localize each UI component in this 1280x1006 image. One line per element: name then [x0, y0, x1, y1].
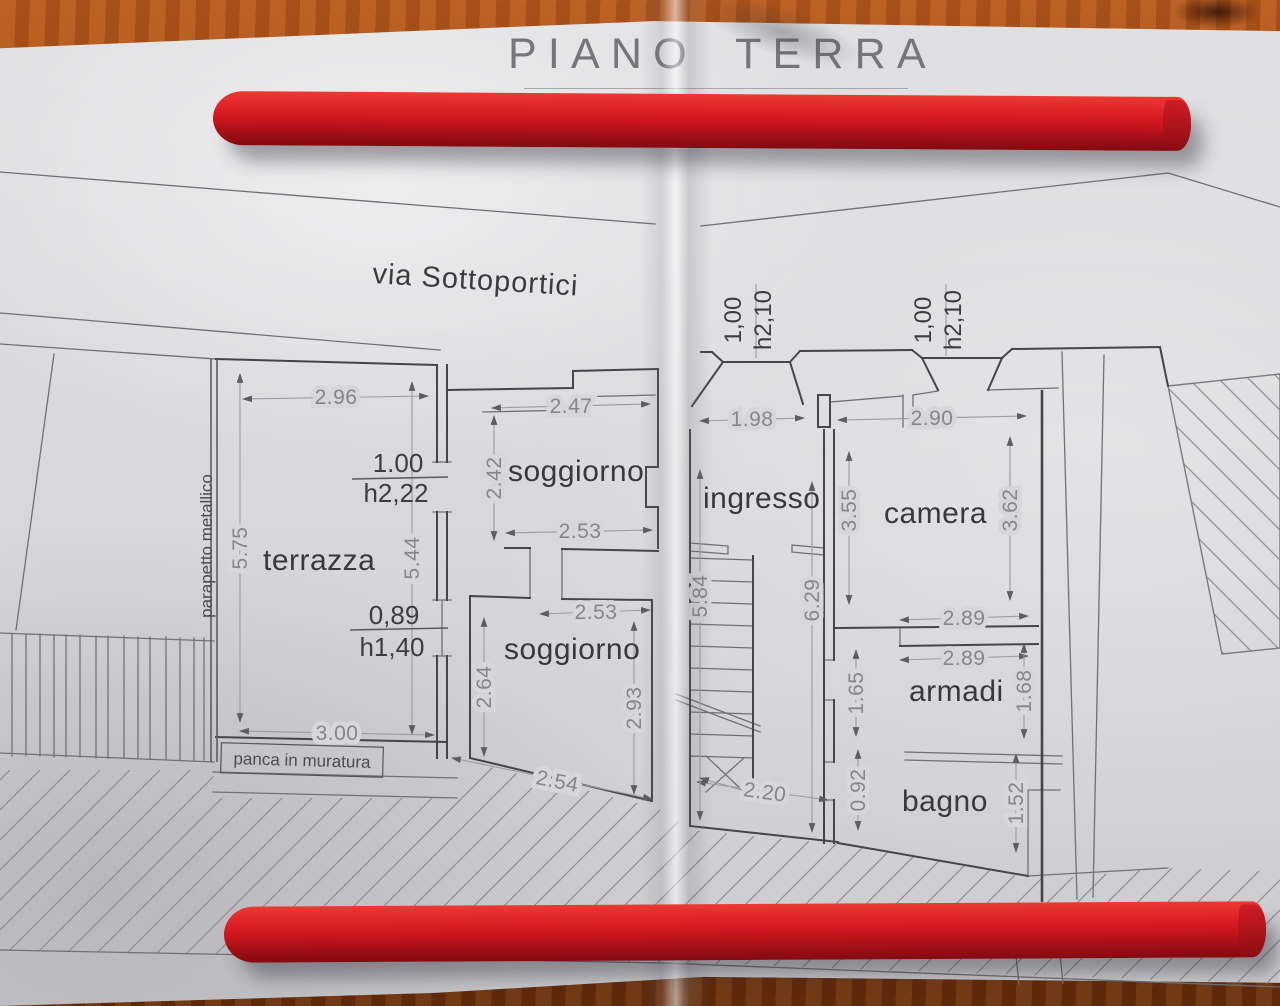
dim-2-47: 2.47 — [550, 395, 593, 418]
dim-5-84: 5.84 — [689, 575, 712, 618]
door1-width-label: 1,00 — [720, 297, 747, 344]
window1-width-label: 1,00 — [910, 297, 937, 344]
terrace-building-wall — [436, 364, 448, 759]
room-label-armadi: armadi — [909, 675, 1004, 708]
opening-labels: 1,00 h2,10 1,00 h2,10 1.00 h2,22 0,89 h1… — [359, 290, 967, 662]
dim-2-89-a: 2.89 — [943, 607, 986, 630]
terrace-window-height-label: h1,40 — [359, 632, 424, 662]
dim-1-65: 1.65 — [845, 672, 868, 715]
dim-1-52: 1.52 — [1005, 782, 1028, 825]
dim-2-42: 2.42 — [483, 457, 506, 500]
plan-title: PIANO TERRA — [508, 30, 937, 78]
dim-0-92: 0.92 — [847, 769, 870, 812]
parapet-note: parapetto metallico — [197, 474, 216, 618]
window1-height-label: h2,10 — [940, 290, 967, 350]
exterior-steps — [11, 633, 205, 761]
room-label-ingresso: ingresso — [703, 482, 820, 515]
dim-1-98: 1.98 — [731, 408, 774, 431]
dim-5-75: 5.75 — [229, 527, 252, 570]
room-label-camera: camera — [884, 497, 987, 530]
parapet-lines — [210, 359, 218, 762]
dim-2-96: 2.96 — [315, 386, 358, 409]
wood-knot-shadow — [1162, 0, 1272, 32]
room-label-bagno: bagno — [902, 785, 988, 818]
terrace-door-height-label: h2,22 — [363, 478, 428, 508]
red-pencil-bottom-end — [1237, 904, 1267, 955]
red-pencil-bottom — [223, 901, 1267, 963]
terrace-door-width-label: 1.00 — [373, 448, 424, 478]
dim-2-53-a: 2.53 — [559, 520, 602, 543]
room-label-soggiorno-upper: soggiorno — [508, 455, 644, 488]
bench-note: panca in muratura — [233, 749, 371, 772]
terrace-window-width-label: 0,89 — [369, 600, 420, 630]
dim-2-90: 2.90 — [911, 407, 954, 430]
entrance-door-splay — [690, 360, 805, 408]
stair-arrow-cross — [705, 755, 745, 793]
bench-note-box — [219, 742, 385, 778]
red-pencil-top — [212, 91, 1192, 151]
camera-window-splay — [920, 356, 1004, 392]
right-channel — [1061, 351, 1105, 900]
red-pencil-top-end — [1162, 100, 1192, 148]
dim-3-55: 3.55 — [838, 489, 861, 532]
dim-6-29: 6.29 — [801, 579, 824, 622]
light-lines — [0, 171, 1280, 988]
dim-1-68: 1.68 — [1013, 670, 1036, 713]
room-label-terrazza: terrazza — [263, 544, 375, 577]
dim-2-64: 2.64 — [473, 666, 496, 709]
dim-3-00: 3.00 — [316, 722, 359, 745]
title-underline — [524, 88, 908, 89]
hatch-right-block — [1167, 373, 1280, 655]
dim-5-44: 5.44 — [401, 537, 424, 580]
dim-2-20: 2.20 — [742, 778, 788, 807]
room-label-soggiorno-lower: soggiorno — [504, 633, 640, 666]
street-label: via Sottoportici — [372, 258, 580, 303]
dim-2-93: 2.93 — [623, 687, 646, 730]
stair-treads — [689, 557, 754, 759]
dim-2-53-b: 2.53 — [575, 601, 618, 624]
dim-3-62: 3.62 — [999, 489, 1022, 532]
dim-2-89-b: 2.89 — [943, 647, 986, 670]
door1-height-label: h2,10 — [750, 290, 777, 350]
